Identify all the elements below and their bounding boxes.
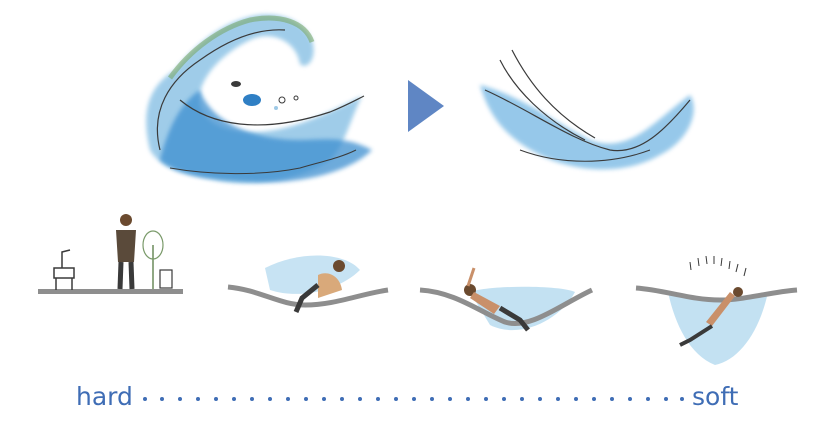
scenario-hard-ground [38, 214, 183, 294]
transition-arrow-icon [408, 80, 444, 132]
scenario-medium-dip [420, 268, 592, 330]
scale-label-soft: soft [692, 383, 738, 411]
scale-label-hard: hard [76, 383, 133, 411]
hard-soft-scale-dots [143, 397, 684, 401]
scenario-slight-dip [228, 255, 388, 312]
calm-wave [480, 50, 694, 169]
scenario-deep-soft [636, 256, 797, 365]
crashing-wave [146, 14, 372, 183]
